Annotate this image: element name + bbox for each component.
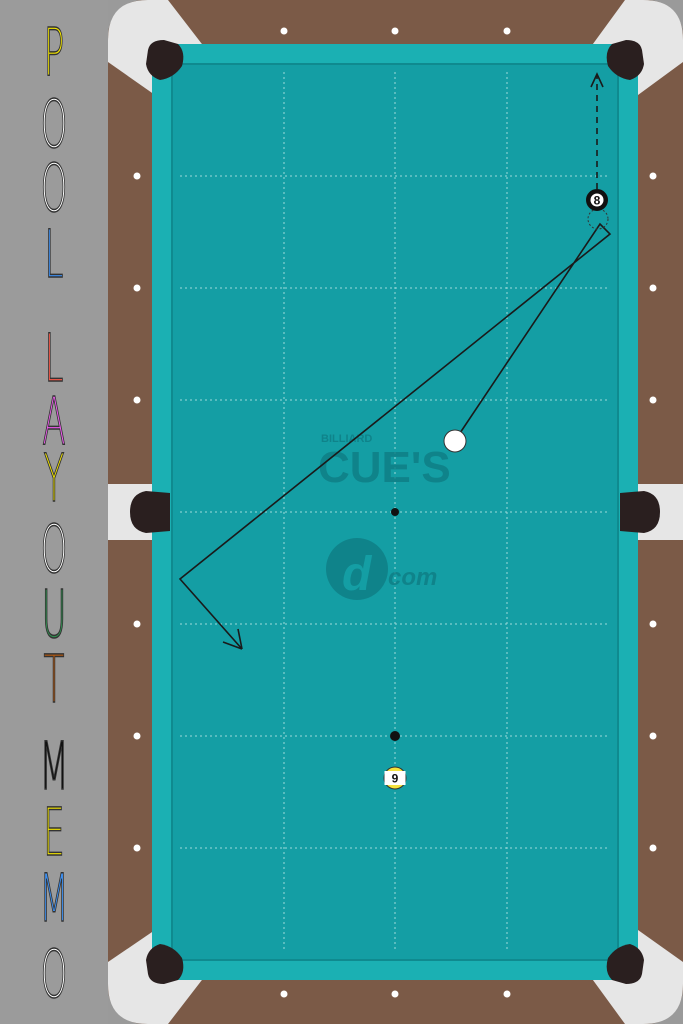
shot-path <box>178 72 612 650</box>
object-ball-arrow <box>590 72 604 88</box>
title-letter: O <box>40 936 68 1013</box>
pockets <box>130 40 660 984</box>
title-letter: A <box>42 383 66 460</box>
watermark-logo-circle <box>326 538 388 600</box>
eight-ball[interactable]: 8 <box>586 189 608 211</box>
pocket-side-left <box>130 491 170 533</box>
cue-arrow-right <box>237 628 243 650</box>
pocket-top-left <box>146 40 184 80</box>
pocket-bottom-right <box>606 944 644 984</box>
title-letter: L <box>44 216 64 293</box>
center-spot <box>391 508 399 516</box>
title-letter: O <box>40 511 68 588</box>
title-letter: P <box>43 14 65 91</box>
title-letter: U <box>41 576 67 653</box>
title-letter: E <box>43 794 65 871</box>
pocket-side-right <box>620 491 660 533</box>
title-letter: L <box>44 320 64 397</box>
cue-ball[interactable] <box>443 429 467 453</box>
watermark-com-text: com <box>388 564 437 591</box>
pocket-top-right <box>606 40 644 80</box>
cue-arrow-left <box>222 641 243 650</box>
watermark-logo-letter: d <box>342 548 373 601</box>
title-letter: Y <box>43 440 65 517</box>
cue-path-line <box>178 222 612 650</box>
title-letter: O <box>40 150 68 227</box>
eight-ball-label: 8 <box>594 194 601 208</box>
pool-table[interactable]: BILLIARD CUE'S d com 8 9 <box>108 0 683 1024</box>
foot-spot <box>390 731 400 741</box>
title-letter: M <box>39 728 69 805</box>
watermark-main-text: CUE'S <box>318 443 451 492</box>
nine-ball[interactable]: 9 <box>383 766 407 790</box>
title-panel <box>0 0 108 1024</box>
rail-diamonds <box>133 27 657 998</box>
title-letter: M <box>39 860 69 937</box>
ghost-ball <box>587 208 609 230</box>
nine-ball-label: 9 <box>392 772 399 786</box>
title-letter: O <box>40 86 68 163</box>
pocket-bottom-left <box>146 944 184 984</box>
title-letter: T <box>43 641 65 718</box>
watermark-small-text: BILLIARD <box>321 433 372 445</box>
cues-watermark: BILLIARD CUE'S d com <box>318 433 451 601</box>
